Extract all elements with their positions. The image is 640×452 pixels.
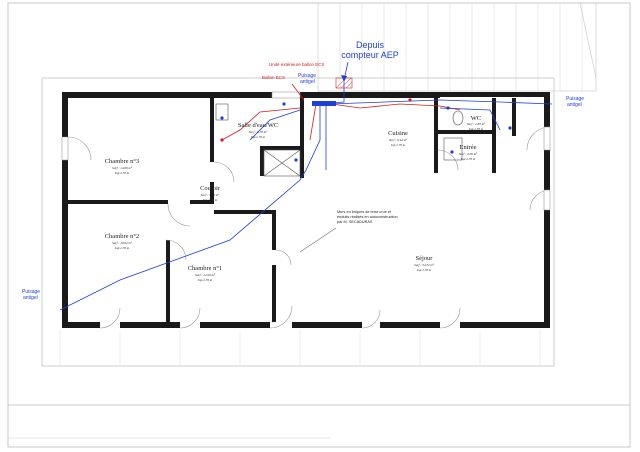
compteur-line2: compteur AEP bbox=[341, 50, 399, 60]
room-sdb: Salle d'eau/WC Surf : 6.70 m² hsp 2.70 m bbox=[238, 122, 278, 139]
puisage-left-line1: Puisage bbox=[22, 289, 40, 295]
room-wc: WC Surf : 1.83 m² hsp 2.70 m bbox=[467, 115, 486, 131]
svg-text:Surf : 1.83 m²: Surf : 1.83 m² bbox=[467, 122, 486, 126]
svg-text:hsp 2.70 m: hsp 2.70 m bbox=[469, 127, 484, 131]
svg-text:hsp 2.70 m: hsp 2.70 m bbox=[115, 246, 130, 250]
drawing-frame bbox=[7, 2, 631, 448]
puisage-right-line2: antigel bbox=[567, 102, 582, 108]
room-chambre1: Chambre n°1 Surf : 12.99 m² hsp 2.70 m bbox=[188, 265, 223, 282]
puisage-center-line2: antigel bbox=[300, 79, 315, 85]
svg-text:hsp 2.70 m: hsp 2.70 m bbox=[203, 198, 218, 202]
ballon-label: Ballon ECS bbox=[262, 75, 285, 80]
supply-arrow bbox=[341, 61, 349, 82]
svg-text:Entrée: Entrée bbox=[460, 144, 477, 151]
svg-text:Surf : 34.32 m²: Surf : 34.32 m² bbox=[414, 263, 435, 267]
terrace-hatch bbox=[317, 2, 597, 92]
svg-text:Séjour: Séjour bbox=[416, 255, 434, 262]
room-couloir: Couloir Surf : 3.86 m² hsp 2.70 m bbox=[200, 185, 221, 202]
svg-text:enduits réalisés en autoconstr: enduits réalisés en autoconstruction bbox=[337, 215, 398, 219]
svg-text:WC: WC bbox=[471, 115, 481, 122]
svg-text:Surf : 3.86 m²: Surf : 3.86 m² bbox=[201, 193, 220, 197]
svg-text:Surf : 12.99 m²: Surf : 12.99 m² bbox=[195, 273, 216, 277]
roof-outline bbox=[41, 77, 555, 367]
svg-text:Salle d'eau/WC: Salle d'eau/WC bbox=[238, 122, 278, 129]
room-cuisine: Cuisine Surf : 9.44 m² hsp 2.70 m bbox=[388, 130, 408, 147]
svg-text:Surf : 3.00 m²: Surf : 3.00 m² bbox=[459, 152, 478, 156]
puisage-center-line1: Puisage bbox=[298, 73, 316, 79]
svg-text:hsp 2.70 m: hsp 2.70 m bbox=[251, 135, 266, 139]
svg-text:Couloir: Couloir bbox=[200, 185, 221, 192]
svg-text:Surf : 9.44 m²: Surf : 9.44 m² bbox=[389, 138, 408, 142]
svg-text:hsp 2.70 m: hsp 2.70 m bbox=[198, 278, 213, 282]
bottom-hatch bbox=[59, 330, 541, 366]
puisage-left-line2: antigel bbox=[23, 295, 38, 301]
wall-note: Murs en briques de terre crue et enduits… bbox=[337, 210, 398, 224]
pipe-nodes bbox=[220, 98, 512, 162]
svg-text:Cuisine: Cuisine bbox=[388, 130, 408, 137]
note-leader bbox=[299, 227, 337, 253]
door-swings bbox=[67, 126, 551, 329]
exterior-walls bbox=[62, 92, 550, 328]
svg-text:Murs en briques de terre crue: Murs en briques de terre crue et bbox=[337, 210, 392, 214]
svg-text:hsp 2.70 m: hsp 2.70 m bbox=[461, 157, 476, 161]
compteur-line1: Depuis bbox=[356, 40, 385, 50]
svg-text:Chambre n°2: Chambre n°2 bbox=[105, 233, 140, 240]
svg-text:par M. SECADURAS: par M. SECADURAS bbox=[337, 220, 373, 224]
svg-text:hsp 2.70 m: hsp 2.70 m bbox=[417, 268, 432, 272]
svg-text:Chambre n°1: Chambre n°1 bbox=[188, 265, 223, 272]
room-chambre3: Chambre n°3 Surf : 14.09 m² hsp 2.70 m bbox=[105, 158, 140, 175]
svg-text:hsp 2.70 m: hsp 2.70 m bbox=[391, 143, 406, 147]
svg-text:hsp 2.70 m: hsp 2.70 m bbox=[115, 171, 130, 175]
bathroom-fixtures bbox=[215, 103, 464, 177]
puisage-right-line1: Puisage bbox=[566, 96, 584, 102]
svg-text:Chambre n°3: Chambre n°3 bbox=[105, 158, 140, 165]
svg-text:Surf : 10.62 m²: Surf : 10.62 m² bbox=[112, 241, 133, 245]
svg-text:Surf : 14.09 m²: Surf : 14.09 m² bbox=[112, 166, 133, 170]
interior-walls bbox=[68, 98, 516, 322]
room-chambre2: Chambre n°2 Surf : 10.62 m² hsp 2.70 m bbox=[105, 233, 140, 250]
room-sejour: Séjour Surf : 34.32 m² hsp 2.70 m bbox=[414, 255, 435, 272]
room-entree: Entrée Surf : 3.00 m² hsp 2.70 m bbox=[459, 144, 478, 161]
outdoor-unit-label: Unité extérieure ballon ECS bbox=[269, 62, 325, 67]
svg-text:Surf : 6.70 m²: Surf : 6.70 m² bbox=[249, 130, 268, 134]
